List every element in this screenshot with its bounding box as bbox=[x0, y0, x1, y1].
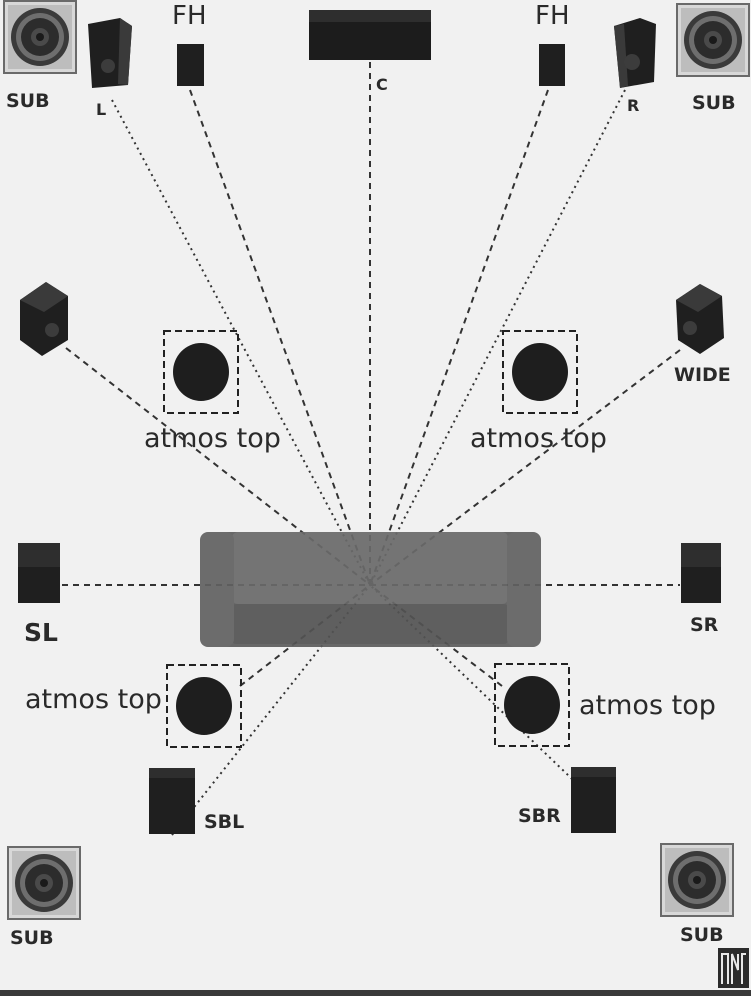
line-front-right bbox=[369, 89, 626, 586]
atmos-front-right-speaker-icon bbox=[502, 330, 578, 414]
subwoofer-top-right bbox=[676, 3, 750, 77]
sub-top-left-label: SUB bbox=[6, 90, 50, 112]
atmos-front-right-label: atmos top bbox=[470, 423, 607, 454]
atmos-rear-right-speaker-icon bbox=[494, 663, 570, 747]
bottom-frame-border bbox=[0, 990, 751, 996]
front-right-label: R bbox=[627, 96, 640, 115]
fh-left-speaker-icon bbox=[177, 44, 204, 86]
front-left-label: L bbox=[96, 100, 107, 119]
fh-right-label: FH bbox=[535, 1, 570, 31]
sl-speaker-icon bbox=[18, 543, 60, 603]
subwoofer-top-left bbox=[3, 0, 77, 74]
line-fh-left bbox=[189, 89, 371, 586]
atmos-front-left-label: atmos top bbox=[144, 423, 281, 454]
sub-top-right-label: SUB bbox=[692, 92, 736, 114]
front-left-speaker-icon bbox=[88, 18, 132, 88]
watermark-logo-icon bbox=[718, 948, 749, 988]
sub-bottom-right-label: SUB bbox=[680, 924, 724, 946]
front-right-speaker-icon bbox=[614, 18, 656, 88]
atmos-front-left-speaker-icon bbox=[163, 330, 239, 414]
center-speaker-icon bbox=[309, 10, 431, 60]
subwoofer-bottom-right bbox=[660, 843, 734, 917]
sr-label: SR bbox=[690, 614, 719, 636]
fh-left-label: FH bbox=[172, 1, 207, 31]
line-front-left bbox=[111, 99, 371, 586]
atmos-rear-right-label: atmos top bbox=[579, 690, 716, 721]
subwoofer-bottom-left bbox=[7, 846, 81, 920]
line-fh-right bbox=[369, 89, 549, 586]
line-atmos-rear-right bbox=[369, 584, 503, 687]
sofa-icon bbox=[200, 532, 541, 647]
sbl-speaker-icon bbox=[149, 768, 195, 834]
sbr-label: SBR bbox=[518, 805, 561, 827]
fh-right-speaker-icon bbox=[539, 44, 565, 86]
sbr-speaker-icon bbox=[571, 767, 616, 833]
wide-left-speaker-icon bbox=[20, 282, 68, 356]
sub-bottom-left-label: SUB bbox=[10, 927, 54, 949]
wide-label: WIDE bbox=[674, 364, 731, 386]
atmos-rear-left-speaker-icon bbox=[166, 664, 242, 748]
wide-right-speaker-icon bbox=[676, 284, 724, 354]
center-label: C bbox=[376, 75, 388, 94]
atmos-rear-left-label: atmos top bbox=[25, 684, 162, 715]
sl-label: SL bbox=[24, 618, 58, 647]
sbl-label: SBL bbox=[204, 811, 245, 833]
sr-speaker-icon bbox=[681, 543, 721, 603]
